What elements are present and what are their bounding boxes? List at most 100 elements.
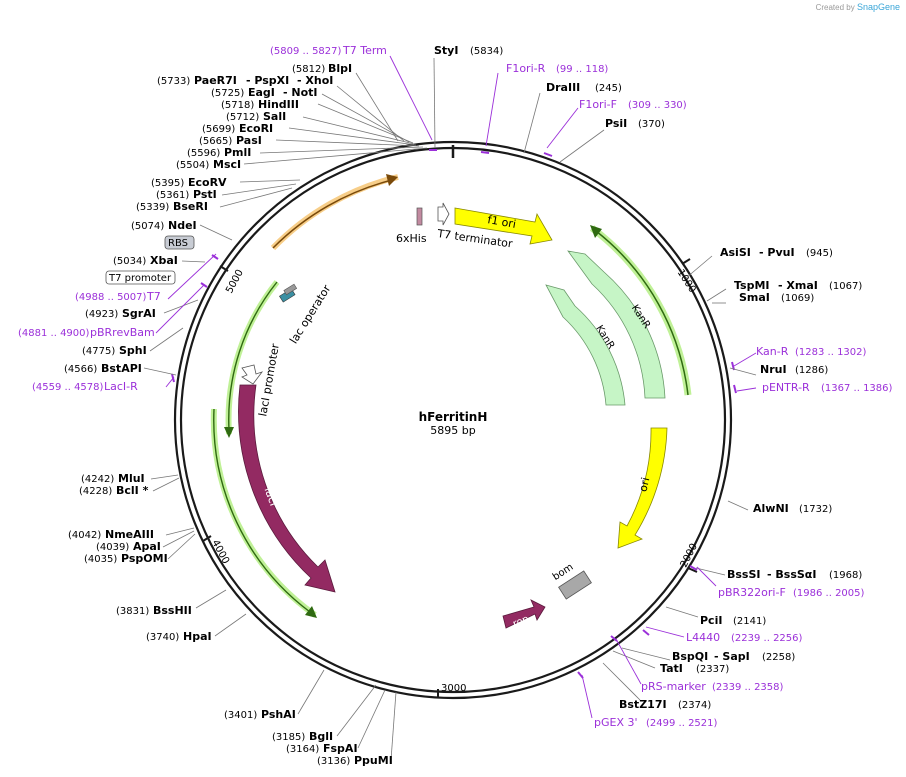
primer-name: pENTR-R (762, 381, 810, 394)
primer-range: (2239 .. 2256) (731, 633, 803, 644)
insert-glow (270, 174, 399, 251)
primer-range: (2339 .. 2358) (712, 682, 784, 693)
ori-label: ori (637, 476, 653, 493)
site-name: BglI (309, 730, 333, 743)
primer-range: (1986 .. 2005) (793, 588, 865, 599)
backbone-outer-ring (173, 140, 733, 700)
site-coord: (5834) (470, 46, 503, 57)
site-coord: (5699) (202, 124, 235, 135)
site-name: BseRI (173, 200, 208, 213)
tick-1000 (681, 258, 691, 265)
laci-promoter-arrow (241, 364, 264, 385)
primer-range: (309 .. 330) (628, 100, 687, 111)
primer-tick-l4440 (642, 629, 650, 636)
site-coord: (4039) (96, 542, 129, 553)
site-coord: (1968) (829, 570, 862, 581)
kanr-band-2 (545, 284, 626, 406)
primer-range: (2499 .. 2521) (646, 718, 718, 729)
snapgene-credit: Created by SnapGene (816, 2, 900, 12)
primer-range: (99 .. 118) (556, 64, 608, 75)
his-tag-marker (416, 207, 423, 226)
site-coord: (5733) (157, 76, 190, 87)
tick-label-3000: 3000 (441, 683, 466, 694)
site-coord: (4775) (82, 346, 115, 357)
site-name: BssSI (727, 568, 761, 581)
site-coord: (4035) (84, 554, 117, 565)
site-name-extra: - BssSαI (767, 568, 816, 581)
primer-name: pBR322ori-F (718, 586, 786, 599)
site-name: PciI (700, 614, 722, 627)
site-name: PmlI (224, 146, 251, 159)
site-name: AsiSI (720, 246, 751, 259)
left-orf-line-1 (228, 281, 278, 431)
site-name: PasI (236, 134, 262, 147)
site-name: TatI (660, 662, 683, 675)
site-coord: (3401) (224, 710, 257, 721)
site-coord: (245) (595, 83, 622, 94)
site-coord: (1069) (781, 293, 814, 304)
site-name-extra: - PspXI (246, 74, 289, 87)
site-coord: (4042) (68, 530, 101, 541)
primer-name: F1ori-R (506, 62, 546, 75)
primer-name: Kan-R (756, 345, 789, 358)
site-name: SalI (263, 110, 286, 123)
site-name: BstZ17I (619, 698, 667, 711)
site-name-extra: - PvuI (759, 246, 795, 259)
site-coord: (2141) (733, 616, 766, 627)
site-coord: (1067) (829, 281, 862, 292)
site-name: ApaI (133, 540, 161, 553)
left-orf-line-2 (213, 408, 311, 613)
primer-name: T7 (146, 290, 161, 303)
f1-ori-arrow (454, 207, 553, 245)
site-name: MscI (213, 158, 241, 171)
site-name: AlwNI (753, 502, 789, 515)
bom-box (558, 570, 592, 600)
site-name-extra: - NotI (283, 86, 318, 99)
site-coord: (3164) (286, 744, 319, 755)
right-site-labels: StyI (5834) F1ori-R (99 .. 118) DraIII (… (434, 44, 893, 729)
site-coord: (2337) (696, 664, 729, 675)
primer-range: (4988 .. 5007) (75, 292, 147, 303)
left-orf-arrowhead-2 (305, 606, 317, 618)
primer-tick-prs-marker (610, 635, 618, 642)
site-coord: (5665) (199, 136, 232, 147)
site-name: EcoRI (239, 122, 273, 135)
site-coord: (5361) (156, 190, 189, 201)
primer-name: L4440 (686, 631, 720, 644)
site-name: MluI (118, 472, 145, 485)
site-coord: (5812) (292, 64, 325, 75)
site-name: PpuMI (354, 754, 393, 767)
site-name: PstI (193, 188, 217, 201)
site-coord: (5718) (221, 100, 254, 111)
site-name: DraIII (546, 81, 580, 94)
t7-promoter-label: T7 promoter (108, 273, 172, 284)
site-name: PsiI (605, 117, 627, 130)
ori-arrow (617, 427, 668, 549)
site-name: NruI (760, 363, 787, 376)
primer-name: pGEX 3' (594, 716, 638, 729)
insert-arrow (272, 179, 393, 249)
primer-tick-pbr322ori-f (689, 565, 698, 571)
credit-brand: SnapGene (856, 2, 900, 12)
primer-range: (5809 .. 5827) (270, 46, 342, 57)
site-coord: (5725) (211, 88, 244, 99)
primer-name: F1ori-F (579, 98, 617, 111)
site-coord: (2258) (762, 652, 795, 663)
site-name-extra: - SapI (714, 650, 750, 663)
kanr-outer-line (595, 230, 689, 396)
site-coord: (370) (638, 119, 665, 130)
primer-name: pRS-marker (641, 680, 706, 693)
plasmid-length: 5895 bp (430, 424, 475, 437)
t7-terminator-marker (437, 202, 450, 226)
site-coord: (3136) (317, 756, 350, 767)
site-coord: (5339) (136, 202, 169, 213)
laci-arrow (238, 384, 336, 593)
site-name: StyI (434, 44, 458, 57)
site-name: XbaI (150, 254, 178, 267)
left-orf-arrowhead-1 (224, 427, 234, 438)
site-coord: (5712) (226, 112, 259, 123)
site-name: PspOMI (121, 552, 168, 565)
site-coord: (4228) (79, 486, 112, 497)
site-name: BspQI (672, 650, 708, 663)
site-name-extra: - XhoI (297, 74, 333, 87)
